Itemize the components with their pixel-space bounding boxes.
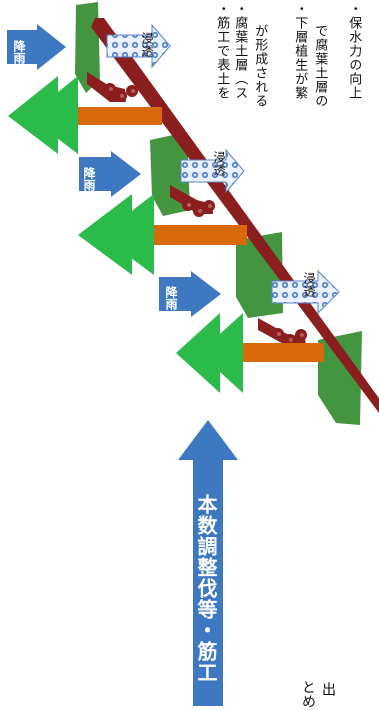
rain-arrow-icon <box>79 151 141 197</box>
note-line-2: ・腐葉土層（ス <box>232 2 248 100</box>
main-process-arrow <box>178 420 238 706</box>
infiltration-arrow-icon <box>106 23 171 69</box>
note-line-6: ・保水力の向上 <box>346 2 362 100</box>
infiltration-label-3: 浸透 <box>302 272 316 298</box>
tree-icon <box>8 76 162 154</box>
main-arrow-label: 本数調整伐等・筋工 <box>194 494 218 683</box>
grass-strip-bottom <box>318 331 362 425</box>
infiltration-label-1: 浸透 <box>140 32 154 58</box>
rain-arrow-icon <box>159 271 221 317</box>
bottom-note-right: 出 <box>320 682 336 696</box>
soil-beads-top <box>104 83 138 102</box>
slope-top <box>91 18 379 413</box>
rain-label-1: 降雨 <box>12 40 26 64</box>
soil-beads-mid <box>182 199 215 217</box>
rain-arrow-icon <box>7 24 66 70</box>
rain-label-3: 降雨 <box>164 286 178 310</box>
note-line-5: で腐葉土層の <box>312 24 328 108</box>
tree-icon <box>176 313 324 393</box>
note-line-1: ・筋工で表土を <box>214 2 230 100</box>
infiltration-arrow-icon <box>180 148 245 194</box>
rain-label-2: 降雨 <box>82 167 96 191</box>
infiltration-arrow-icon <box>271 269 340 315</box>
bottom-note-left: とめ <box>300 680 316 708</box>
note-line-4: ・下層植生が繁 <box>292 2 308 100</box>
infiltration-label-2: 浸透 <box>212 151 226 177</box>
note-line-3: が形成される <box>252 24 268 108</box>
tree-icon <box>78 194 247 275</box>
